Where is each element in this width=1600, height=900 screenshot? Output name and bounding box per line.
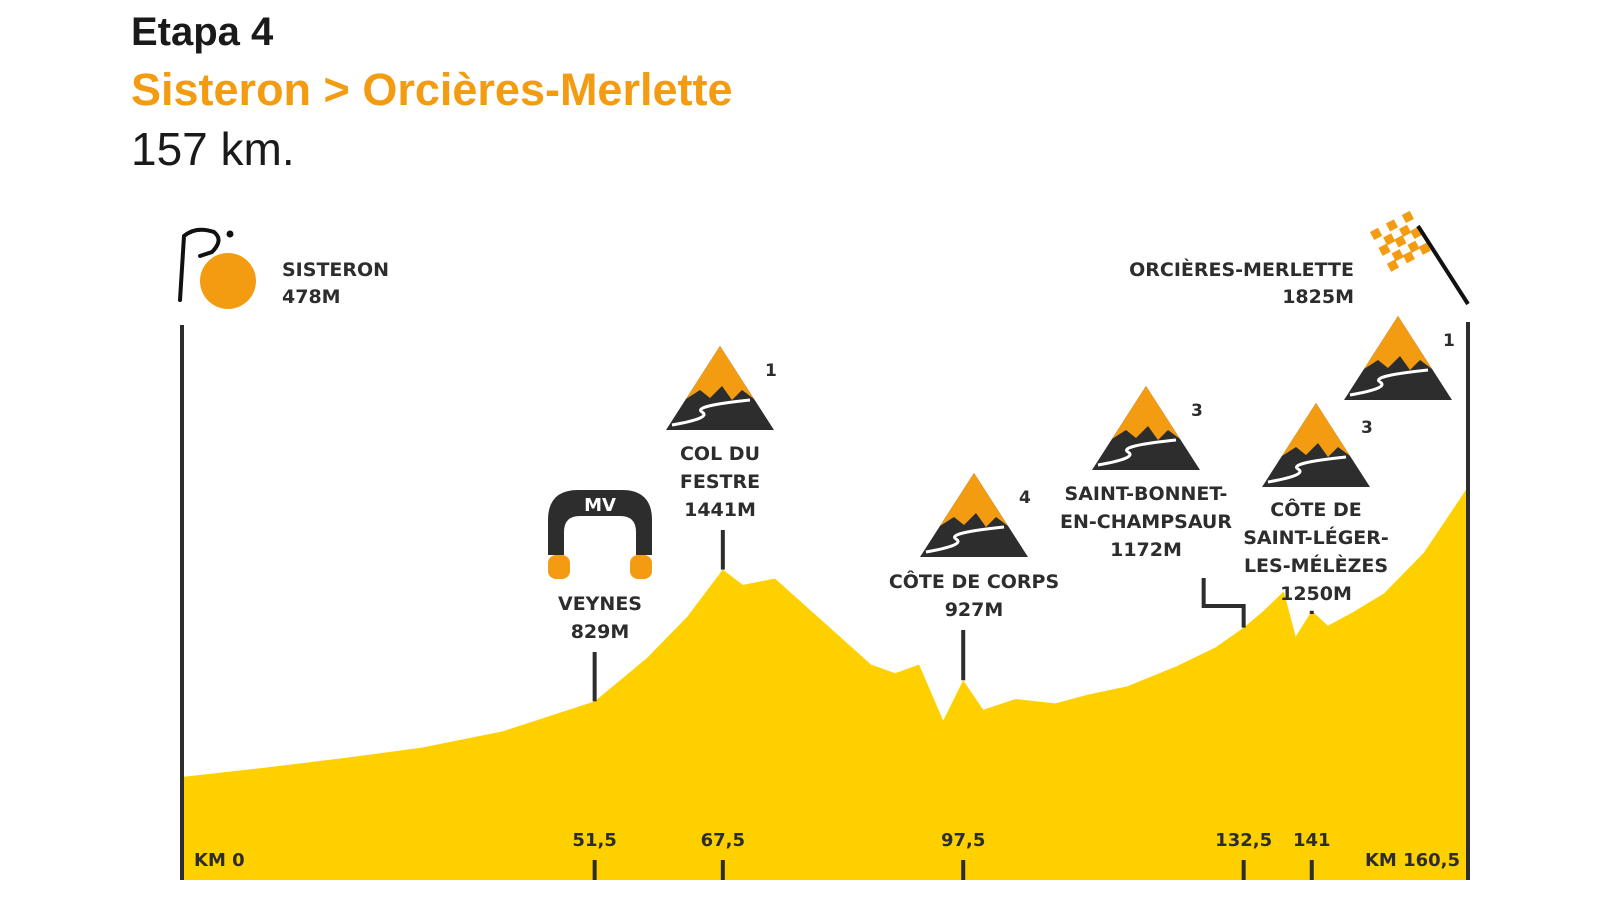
start-sun-icon: [200, 253, 256, 309]
climb-category: 3: [1361, 418, 1373, 438]
climb-category: 4: [1019, 488, 1031, 508]
mountain-road: [1349, 368, 1429, 397]
km-end-label: KM 160,5: [1365, 850, 1460, 871]
point-label-line: EN-CHAMPSAUR: [1060, 511, 1232, 533]
climb-mountain-icon: 3: [1262, 403, 1373, 487]
point-label-line: FESTRE: [680, 471, 760, 493]
rider-dot-icon: [226, 230, 234, 238]
climb-category: 3: [1191, 401, 1203, 421]
point-label-line: 1441M: [684, 499, 756, 521]
profile-area-layer: [182, 486, 1468, 880]
profile-area: [182, 486, 1468, 880]
label-layer: KM 0 KM 160,5 SISTERON 478M ORCIÈRES-MERLETT…: [194, 258, 1460, 871]
point-label-line: 1250M: [1280, 583, 1352, 605]
flag-square: [1407, 240, 1420, 253]
flag-square: [1418, 242, 1431, 255]
route-title: Sisteron > Orcières-Merlette: [131, 64, 733, 115]
km-tick-label: 67,5: [701, 830, 745, 851]
point-label-line: 1172M: [1110, 539, 1182, 561]
finish-mountain-icon: 1: [1344, 316, 1455, 400]
finish-elevation: 1825M: [1282, 286, 1354, 308]
mountain-road: [1267, 455, 1347, 484]
climb-mountain-icon: 1: [666, 346, 777, 430]
mountain-road: [925, 525, 1005, 554]
start-elevation: 478M: [282, 286, 341, 308]
sprint-arch-icon: MV: [548, 490, 652, 579]
flag-square: [1402, 251, 1415, 264]
finish-flag-icon: [1370, 210, 1431, 272]
leader-line: [1201, 578, 1246, 628]
climb-mountain-icon: 4: [920, 473, 1031, 557]
km-tick-label: 97,5: [941, 830, 985, 851]
flag-square: [1399, 224, 1412, 237]
mountain-road: [671, 398, 751, 427]
point-label-line: VEYNES: [558, 593, 642, 615]
arch-shape: [548, 490, 652, 555]
climb-mountain-icon: 3: [1092, 386, 1203, 470]
mountain-peak: [1112, 386, 1180, 440]
mountain-peak: [686, 346, 754, 400]
flag-square: [1401, 210, 1414, 224]
finish-name: ORCIÈRES-MERLETTE: [1129, 258, 1354, 281]
point-label-line: COL DU: [680, 443, 760, 465]
point-label-line: CÔTE DE CORPS: [889, 569, 1059, 593]
sprint-badge: MV: [584, 495, 616, 516]
km-start-label: KM 0: [194, 850, 245, 871]
point-label-line: 927M: [945, 599, 1004, 621]
flag-square: [1385, 219, 1399, 232]
mountain-peak: [940, 473, 1008, 527]
finish-pole: [1416, 224, 1470, 306]
point-label-line: CÔTE DE: [1270, 497, 1361, 521]
stage-title: Etapa 4: [131, 10, 274, 54]
axis-layer: [180, 322, 1470, 880]
climb-category: 1: [1443, 331, 1455, 351]
flag-square: [1391, 249, 1404, 262]
flag-square: [1370, 227, 1383, 240]
mountain-peak: [1282, 403, 1350, 457]
arch-foot-right: [630, 555, 652, 579]
arch-foot-left: [548, 555, 570, 579]
flag-square: [1378, 243, 1391, 256]
mountain-road: [1097, 438, 1177, 467]
point-label-line: SAINT-LÉGER-: [1243, 526, 1389, 549]
km-tick-label: 141: [1293, 830, 1331, 851]
flag-square: [1383, 233, 1396, 246]
km-tick-label: 132,5: [1215, 830, 1272, 851]
rider-logo-icon: [178, 227, 221, 302]
flag-square: [1386, 259, 1400, 272]
climb-category: 1: [765, 361, 777, 381]
start-name: SISTERON: [282, 259, 389, 281]
marker-layer: MV 1 4 3 3 1: [178, 210, 1470, 702]
distance-label: 157 km.: [131, 123, 295, 175]
mountain-peak: [1364, 316, 1432, 370]
flag-square: [1394, 235, 1407, 248]
point-label-line: SAINT-BONNET-: [1065, 483, 1228, 505]
point-label-line: LES-MÉLÈZES: [1244, 554, 1388, 577]
point-label-line: 829M: [571, 621, 630, 643]
km-tick-label: 51,5: [572, 830, 616, 851]
